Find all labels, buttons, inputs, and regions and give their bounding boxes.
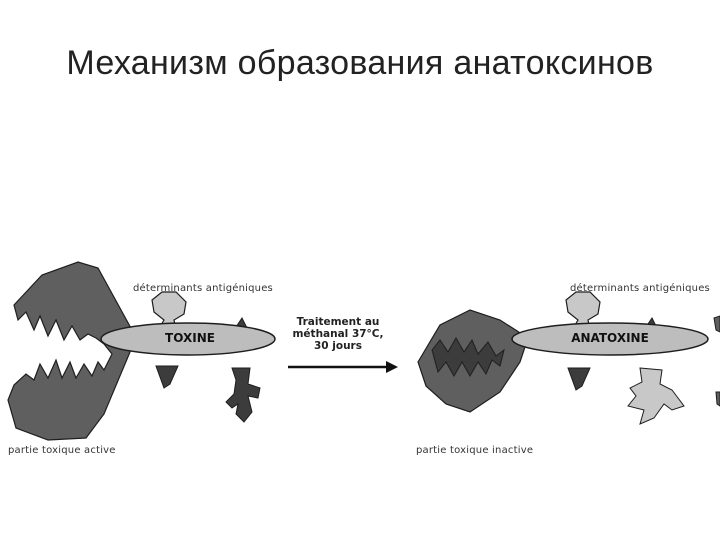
deformed-jaw [431, 336, 505, 378]
treatment-label: Traitement au méthanal 37°C, 30 jours [290, 316, 386, 352]
treatment-line-2: méthanal 37°C, [292, 328, 384, 340]
toxine-ellipse [100, 322, 276, 356]
toxine-label: TOXINE [165, 331, 215, 345]
label-partie-inactive: partie toxique inactive [416, 445, 534, 456]
deformed-claw [627, 367, 685, 425]
anatoxine-ellipse [511, 322, 709, 356]
spike-bottom-right [567, 367, 591, 391]
label-determinants-left: déterminants antigéniques [133, 283, 273, 294]
spike-bottom-left [155, 365, 179, 389]
slide-title: Механизм образования анатоксинов [66, 44, 654, 82]
treatment-line-3: 30 jours [314, 340, 362, 352]
edge-fragment-top [713, 315, 720, 333]
edge-fragment-bottom [715, 391, 720, 407]
label-partie-active: partie toxique active [8, 445, 116, 456]
toxin-active-part [7, 261, 133, 441]
toxin-claw [225, 367, 261, 423]
reaction-arrow-head [386, 361, 398, 373]
anatoxine-label: ANATOXINE [571, 331, 649, 345]
treatment-line-1: Traitement au [296, 316, 380, 328]
label-determinants-right: déterminants antigéniques [570, 283, 710, 294]
